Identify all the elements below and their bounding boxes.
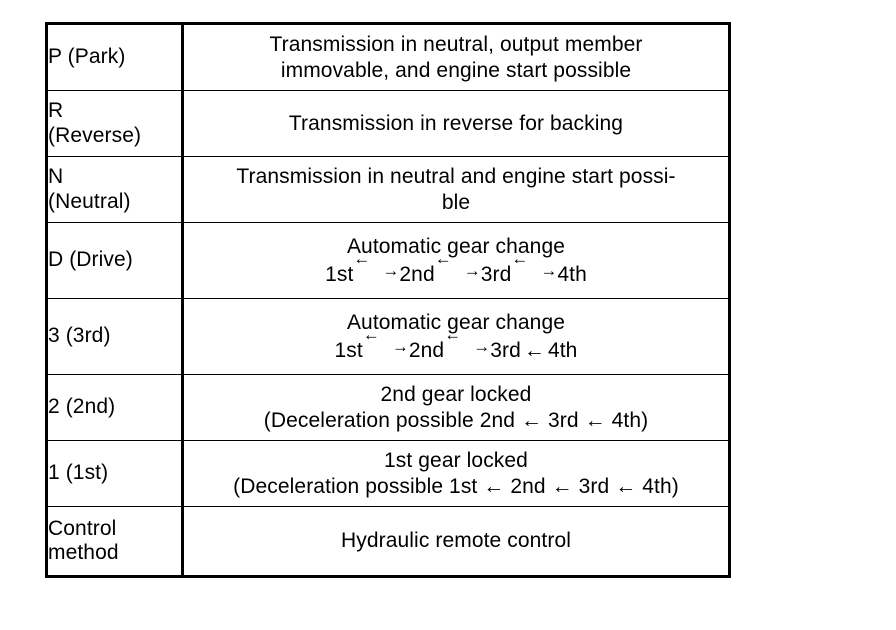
- range-label-reverse: R(Reverse): [46, 90, 184, 157]
- description-text: 2nd: [408, 338, 445, 362]
- description-text: 1st: [325, 262, 354, 286]
- description-line: Automatic gear change: [184, 234, 728, 260]
- bidirectional-arrow-icon: ←→: [435, 250, 481, 281]
- description-text: Transmission in reverse for backing: [288, 111, 624, 135]
- left-arrow-icon: ←: [353, 248, 371, 268]
- description-line: ble: [184, 190, 728, 216]
- range-label-park: P (Park): [46, 23, 184, 91]
- description-first: 1st gear locked(Deceleration possible 1s…: [182, 440, 730, 507]
- description-line: 1st gear locked: [184, 448, 728, 474]
- description-text: (Deceleration possible 2nd ← 3rd ← 4th): [263, 408, 649, 432]
- description-text: 2nd gear locked: [380, 382, 532, 406]
- description-text: 3rd: [480, 262, 512, 286]
- description-line: Transmission in reverse for backing: [184, 111, 728, 137]
- description-neutral: Transmission in neutral and engine start…: [182, 156, 730, 223]
- description-line: 1st←→2nd←→3rd←→4th: [184, 250, 728, 288]
- range-label-line: 3 (3rd): [48, 324, 111, 348]
- description-text: Transmission in neutral and engine start…: [236, 164, 676, 188]
- range-label-line: Control: [48, 516, 117, 540]
- description-text: 3rd: [490, 338, 521, 362]
- table-row: 2 (2nd) 2nd gear locked(Deceleration poss…: [46, 374, 730, 441]
- description-text: 1st: [334, 338, 363, 362]
- left-arrow-icon: ←: [444, 324, 462, 344]
- bidirectional-arrow-icon: ←→: [363, 326, 409, 357]
- table-row: 1 (1st) 1st gear locked(Deceleration poss…: [46, 440, 730, 507]
- description-line: (Deceleration possible 1st ← 2nd ← 3rd ←…: [184, 474, 728, 500]
- description-line: Hydraulic remote control: [184, 528, 728, 554]
- description-control-method: Hydraulic remote control: [182, 506, 730, 577]
- description-text: 4th: [557, 262, 587, 286]
- left-arrow-icon: ←: [362, 324, 380, 344]
- description-text: 2nd: [399, 262, 435, 286]
- description-text: Transmission in neutral, output member: [269, 32, 643, 56]
- description-line: Transmission in neutral and engine start…: [184, 164, 728, 190]
- description-text: Hydraulic remote control: [341, 529, 571, 553]
- table-row: R(Reverse) Transmission in reverse for ba…: [46, 90, 730, 157]
- table-row: N(Neutral) Transmission in neutral and en…: [46, 156, 730, 223]
- description-text: immovable, and engine start possible: [280, 58, 632, 82]
- left-arrow-icon: ←: [511, 248, 529, 268]
- range-label-third: 3 (3rd): [46, 298, 184, 375]
- description-line: (Deceleration possible 2nd ← 3rd ← 4th): [184, 408, 728, 434]
- gear-range-table: P (Park) Transmission in neutral, output …: [45, 22, 731, 578]
- range-label-line: (Reverse): [48, 123, 142, 147]
- description-reverse: Transmission in reverse for backing: [182, 90, 730, 157]
- description-text: Automatic gear change: [346, 310, 566, 334]
- bidirectional-arrow-icon: ←→: [444, 326, 491, 357]
- range-label-line: N: [48, 165, 64, 189]
- table-body: P (Park) Transmission in neutral, output …: [46, 23, 730, 577]
- description-line: Automatic gear change: [184, 310, 728, 336]
- description-line: immovable, and engine start possible: [184, 58, 728, 84]
- right-arrow-icon: →: [391, 337, 409, 357]
- range-label-line: method: [48, 541, 119, 564]
- right-arrow-icon: →: [473, 337, 491, 357]
- range-label-second: 2 (2nd): [46, 374, 184, 441]
- range-label-line: (Neutral): [48, 189, 131, 213]
- range-label-line: D (Drive): [48, 248, 133, 272]
- left-arrow-icon: ←: [434, 248, 452, 268]
- table-row: P (Park) Transmission in neutral, output …: [46, 23, 730, 91]
- description-line: 2nd gear locked: [184, 382, 728, 408]
- range-label-line: R: [48, 99, 64, 123]
- description-text: ble: [441, 190, 471, 214]
- range-label-line: 1 (1st): [48, 461, 109, 485]
- range-label-first: 1 (1st): [46, 440, 184, 507]
- left-arrow-icon: ←: [523, 338, 545, 362]
- range-label-line: P (Park): [48, 45, 126, 69]
- description-text: (Deceleration possible 1st ← 2nd ← 3rd ←…: [233, 474, 679, 498]
- description-line: Transmission in neutral, output member: [184, 32, 728, 58]
- bidirectional-arrow-icon: ←→: [353, 250, 400, 281]
- description-text: 4th: [547, 338, 578, 362]
- description-second: 2nd gear locked(Deceleration possible 2n…: [182, 374, 730, 441]
- right-arrow-icon: →: [382, 261, 400, 281]
- bidirectional-arrow-icon: ←→: [511, 250, 558, 281]
- right-arrow-icon: →: [463, 261, 481, 281]
- description-text: Automatic gear change: [346, 234, 566, 258]
- description-text: 1st gear locked: [384, 448, 528, 472]
- range-label-line: 2 (2nd): [48, 395, 116, 419]
- right-arrow-icon: →: [540, 261, 558, 281]
- description-line: 1st←→2nd←→3rd←4th: [184, 326, 728, 364]
- range-label-neutral: N(Neutral): [46, 156, 184, 223]
- range-label-drive: D (Drive): [46, 222, 184, 299]
